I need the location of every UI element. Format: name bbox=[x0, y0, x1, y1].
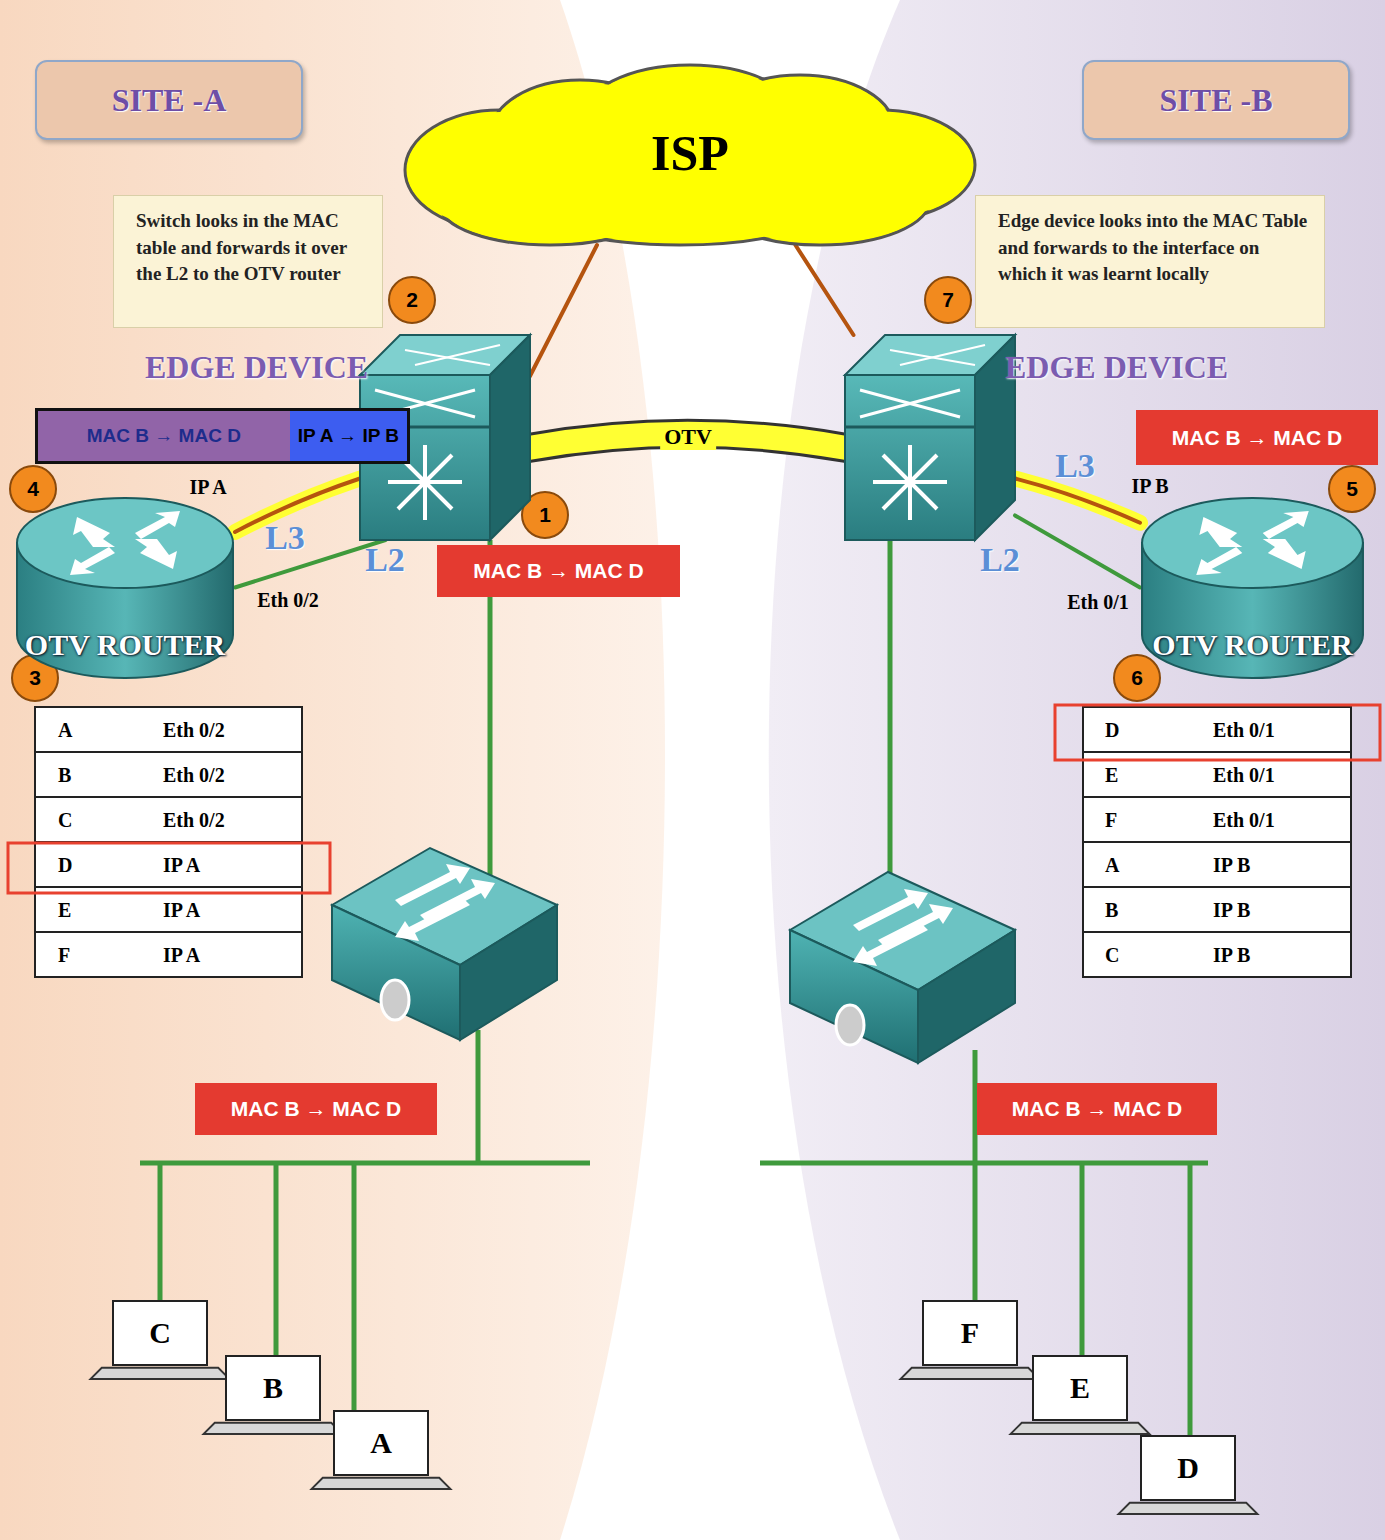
edge-label: L2 bbox=[365, 541, 405, 579]
node-text: MAC B → MAC D bbox=[1172, 426, 1342, 450]
device-heading: EDGE DEVICE bbox=[1005, 349, 1228, 386]
note-box: Edge device looks into the MAC Table and… bbox=[975, 195, 1325, 328]
interface-label: Eth 0/2 bbox=[257, 589, 319, 612]
node-text: MAC B → MAC D bbox=[231, 1097, 401, 1121]
edge-label: L3 bbox=[1055, 447, 1095, 485]
table-cell: Eth 0/2 bbox=[163, 718, 225, 741]
table-cell: IP B bbox=[1213, 853, 1250, 876]
table-cell: IP A bbox=[163, 853, 200, 876]
host-letter: D bbox=[1177, 1451, 1199, 1485]
host-letter: C bbox=[149, 1316, 171, 1350]
host-letter: F bbox=[961, 1316, 979, 1350]
callout-number: 3 bbox=[29, 666, 41, 690]
table-cell: C bbox=[1105, 943, 1119, 966]
link-line bbox=[795, 245, 853, 335]
table-cell: A bbox=[58, 718, 72, 741]
link-connector bbox=[1015, 479, 1140, 523]
frame-box: MAC B → MAC D bbox=[195, 1083, 437, 1135]
packet-header-box: MAC B → MAC DIP A → IP B bbox=[35, 408, 410, 464]
link-line bbox=[1015, 515, 1140, 587]
node-text: OTV ROUTER bbox=[15, 628, 235, 662]
node-text: MAC B → MAC D bbox=[473, 559, 643, 583]
host-letter: E bbox=[1070, 1371, 1090, 1405]
edge-device: EDGE DEVICE bbox=[845, 335, 1015, 540]
laptop: F bbox=[922, 1300, 1018, 1366]
callout-number: 6 bbox=[1131, 666, 1143, 690]
edge-label: L3 bbox=[265, 519, 305, 557]
callout-number: 7 bbox=[942, 288, 954, 312]
table-cell: Eth 0/2 bbox=[163, 763, 225, 786]
laptop: B bbox=[225, 1355, 321, 1421]
table-cell: D bbox=[1105, 718, 1119, 741]
table-cell: B bbox=[58, 763, 71, 786]
otv-router: OTV ROUTER bbox=[1140, 495, 1365, 680]
callout-number: 2 bbox=[406, 288, 418, 312]
laptop: A bbox=[333, 1410, 429, 1476]
node-text: Switch looks in the MAC table and forwar… bbox=[136, 208, 368, 288]
host-letter: A bbox=[370, 1426, 392, 1460]
table-cell: Eth 0/2 bbox=[163, 808, 225, 831]
isp-cloud: ISP bbox=[380, 60, 1000, 245]
link-line bbox=[1015, 479, 1140, 523]
node-text: SITE -A bbox=[112, 82, 227, 119]
table-cell: A bbox=[1105, 853, 1119, 876]
frame-box: MAC B → MAC D bbox=[437, 545, 680, 597]
ip-label: IP B bbox=[1131, 475, 1168, 498]
frame-box: MAC B → MAC D bbox=[977, 1083, 1217, 1135]
table-cell: IP B bbox=[1213, 898, 1250, 921]
laptop: C bbox=[112, 1300, 208, 1366]
table-cell: Eth 0/1 bbox=[1213, 763, 1275, 786]
note-box: Switch looks in the MAC table and forwar… bbox=[113, 195, 383, 328]
callout-number: 5 bbox=[1346, 477, 1358, 501]
node-text: Edge device looks into the MAC Table and… bbox=[998, 208, 1310, 288]
site-title-box: SITE -B bbox=[1082, 60, 1350, 140]
table-cell: Eth 0/1 bbox=[1213, 808, 1275, 831]
table-cell: D bbox=[58, 853, 72, 876]
link-line bbox=[235, 540, 386, 588]
table-cell: IP B bbox=[1213, 943, 1250, 966]
laptop: E bbox=[1032, 1355, 1128, 1421]
link-connector bbox=[1015, 515, 1140, 587]
node-text: OTV ROUTER bbox=[1140, 628, 1365, 662]
callout-number: 4 bbox=[27, 477, 39, 501]
ip-label: IP A bbox=[189, 476, 226, 499]
table-cell: F bbox=[1105, 808, 1117, 831]
callout-number: 1 bbox=[539, 503, 551, 527]
node-text: IP A → IP B bbox=[290, 411, 407, 461]
node-text: MAC B → MAC D bbox=[1012, 1097, 1182, 1121]
table-cell: E bbox=[1105, 763, 1118, 786]
table-cell: Eth 0/1 bbox=[1213, 718, 1275, 741]
node-text: SITE -B bbox=[1160, 82, 1273, 119]
table-cell: IP A bbox=[163, 898, 200, 921]
interface-label: Eth 0/1 bbox=[1067, 591, 1129, 614]
table-cell: E bbox=[58, 898, 71, 921]
link-connector bbox=[530, 245, 597, 376]
node-text: MAC B → MAC D bbox=[38, 411, 290, 461]
laptop: D bbox=[1140, 1435, 1236, 1501]
table-cell: B bbox=[1105, 898, 1118, 921]
link-line bbox=[1015, 479, 1140, 523]
site-title-box: SITE -A bbox=[35, 60, 303, 140]
link-line bbox=[530, 245, 597, 376]
node-text: ISP bbox=[651, 124, 729, 182]
link-connector bbox=[235, 540, 386, 588]
otv-router: OTV ROUTER bbox=[15, 495, 235, 680]
edge-label: L2 bbox=[980, 541, 1020, 579]
host-letter: B bbox=[263, 1371, 283, 1405]
frame-box: MAC B → MAC D bbox=[1136, 410, 1378, 465]
link-connector bbox=[795, 245, 853, 335]
device-heading: EDGE DEVICE bbox=[145, 349, 368, 386]
table-cell: C bbox=[58, 808, 72, 831]
table-cell: IP A bbox=[163, 943, 200, 966]
table-cell: F bbox=[58, 943, 70, 966]
edge-label: OTV bbox=[660, 424, 716, 450]
